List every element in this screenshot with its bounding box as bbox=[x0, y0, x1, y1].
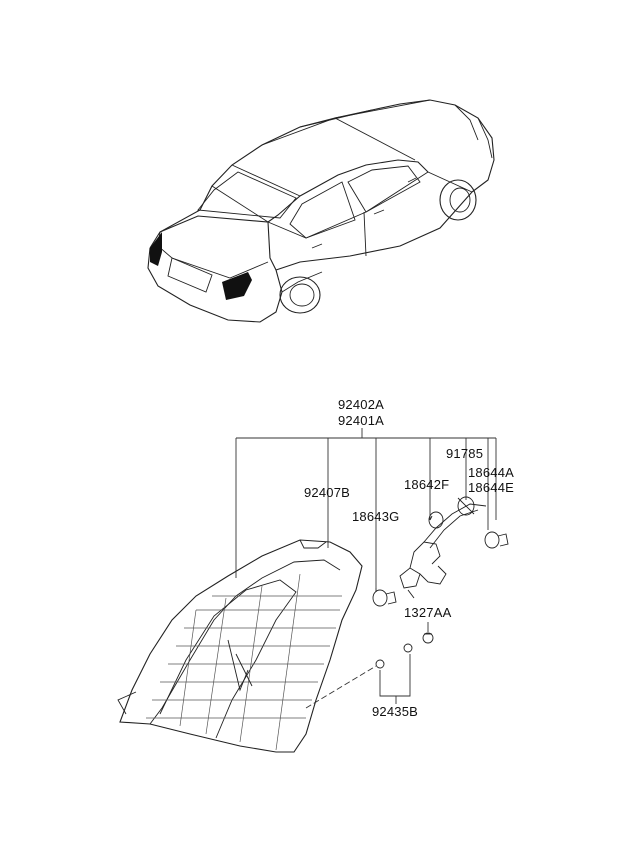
part-label-18644A: 18644A bbox=[468, 465, 515, 480]
part-label-18642F: 18642F bbox=[404, 477, 450, 492]
part-label-18644E: 18644E bbox=[468, 480, 515, 495]
part-label-92402A: 92402A bbox=[338, 397, 385, 412]
part-label-91785: 91785 bbox=[446, 446, 484, 461]
part-label-92435B: 92435B bbox=[372, 704, 419, 719]
part-label-18643G: 18643G bbox=[352, 509, 400, 524]
part-label-92401A: 92401A bbox=[338, 413, 385, 428]
part-label-92407B: 92407B bbox=[304, 485, 351, 500]
part-label-1327AA: 1327AA bbox=[404, 605, 452, 620]
